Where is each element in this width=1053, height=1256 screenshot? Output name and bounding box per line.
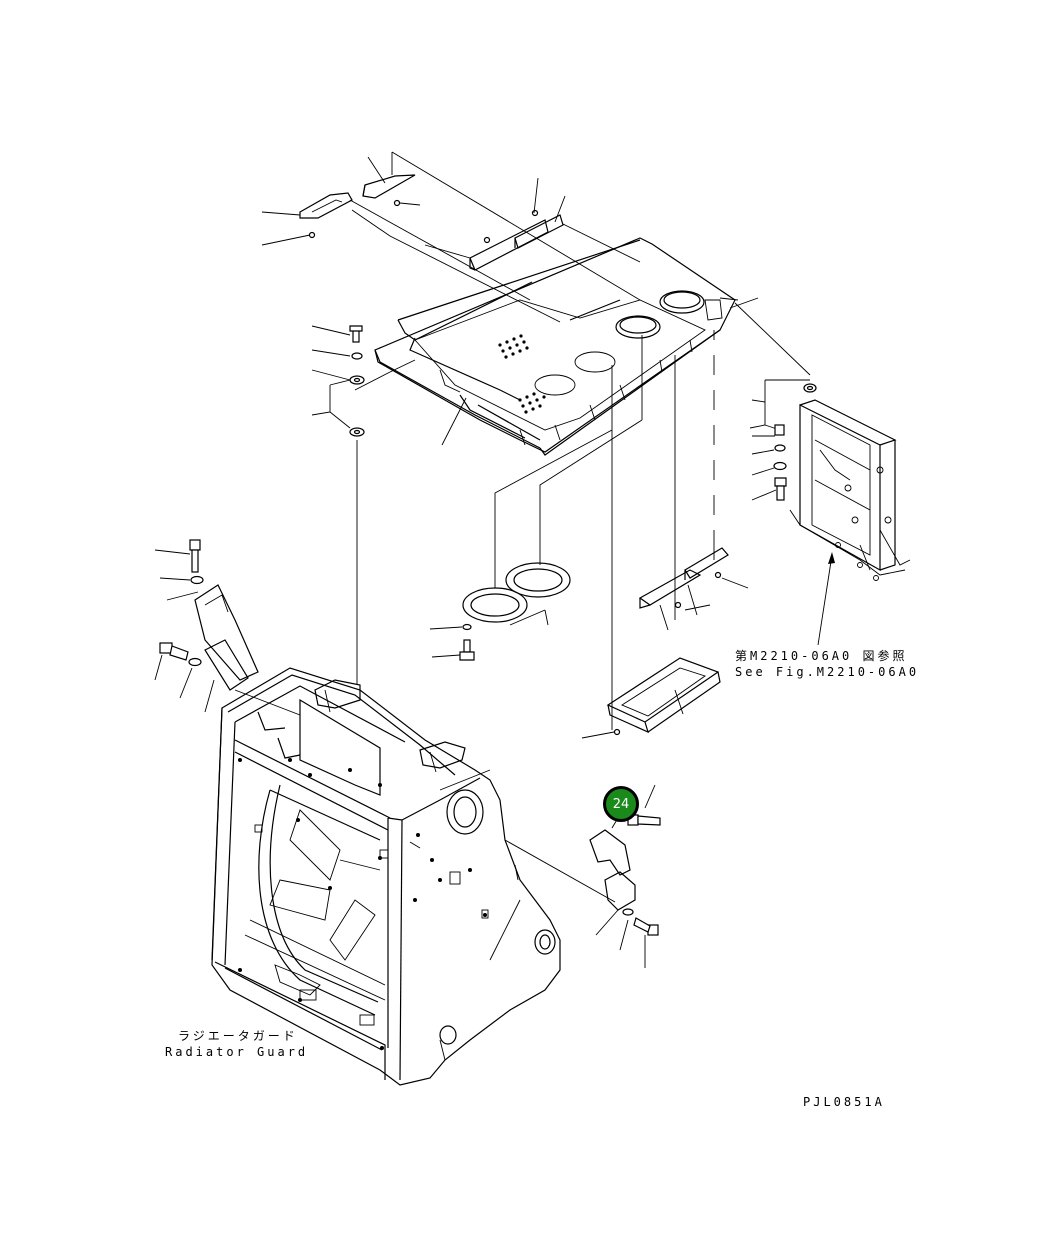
gasket-bolts — [429, 623, 475, 661]
part-callout-number: 24 — [612, 796, 630, 812]
radiator-guard-label-en: Radiator Guard — [165, 1045, 309, 1059]
radiator-guard-label-jp: ラジエータガード — [178, 1029, 298, 1043]
left-side-brackets — [154, 539, 301, 716]
top-seal-blocks — [299, 174, 564, 271]
leader-lines — [261, 151, 811, 730]
gaskets — [462, 562, 571, 626]
bracket-callout-24 — [589, 784, 661, 968]
see-fig-label-en: See Fig.M2210-06A0 — [735, 665, 920, 679]
right-bracket-assembly — [749, 379, 911, 646]
part-callout-badge[interactable]: 24 — [603, 786, 639, 822]
top-cover-plate — [374, 237, 739, 456]
lower-foam-pad — [581, 657, 721, 739]
drawing-id-label: PJL0851A — [803, 1095, 885, 1109]
bolt-washer-stack-upper — [349, 325, 365, 437]
side-seal-strips — [638, 547, 749, 631]
see-fig-label-jp: 第M2210-06A0 図参照 — [735, 649, 908, 663]
radiator-guard-frame — [211, 667, 616, 1086]
